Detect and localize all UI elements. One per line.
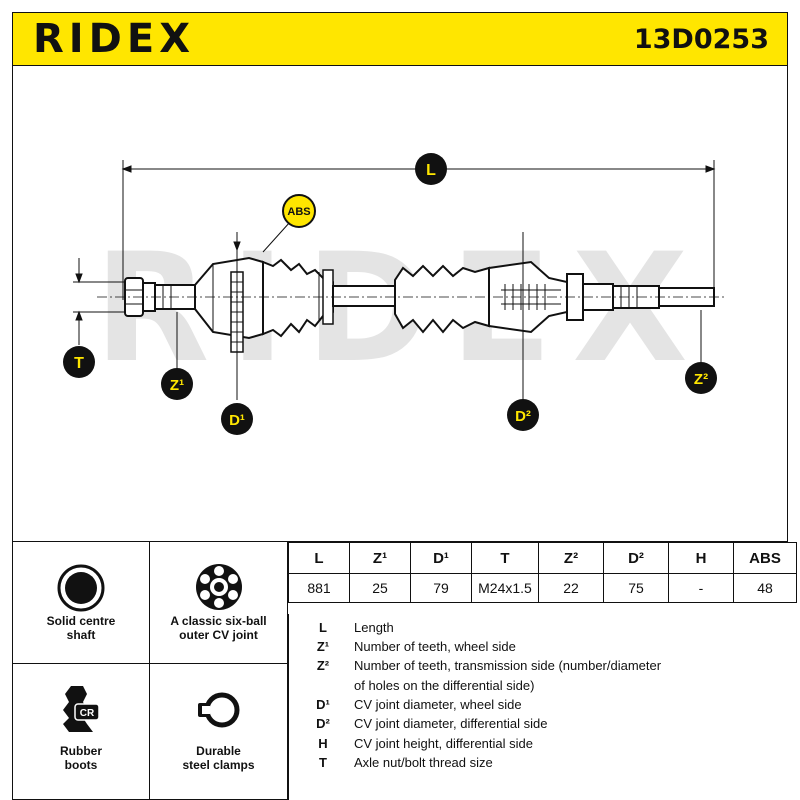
legend-border (288, 614, 289, 800)
spec-header: T (471, 542, 539, 574)
spec-value: 25 (349, 573, 411, 603)
callout-T: T (63, 346, 95, 378)
brand-logo: RIDEX (33, 16, 196, 62)
callout-D2: D² (507, 399, 539, 431)
steel-clamp-icon (197, 692, 239, 728)
feature-label: A classic six-ball outer CV joint (170, 614, 267, 642)
spec-value: 75 (603, 573, 669, 603)
dimension-D (233, 232, 524, 400)
solid-shaft-icon (57, 564, 105, 612)
legend-text: CV joint diameter, wheel side (354, 697, 522, 712)
callout-T-label: T (74, 355, 84, 372)
legend-symbol: Z² (316, 658, 330, 673)
drawing-frame: RIDEX (12, 66, 788, 542)
legend-text: Number of teeth, transmission side (numb… (354, 658, 662, 673)
legend-text: CV joint height, differential side (354, 736, 533, 751)
callout-ABS: ABS (282, 194, 316, 228)
spec-header-row: L Z¹ D¹ T Z² D² H ABS (288, 542, 797, 574)
callout-Z1: Z¹ (161, 368, 193, 400)
legend-text: CV joint diameter, differential side (354, 716, 548, 731)
callout-L-label: L (426, 162, 436, 179)
cr-badge: CR (80, 708, 95, 719)
spec-header: Z¹ (349, 542, 411, 574)
legend-symbol: H (318, 736, 328, 751)
spec-header: L (288, 542, 350, 574)
spec-value-row: 881 25 79 M24x1.5 22 75 - 48 (288, 573, 797, 603)
legend-symbol: Z¹ (316, 639, 330, 654)
spec-value: 48 (733, 573, 797, 603)
callout-Z1-label: Z¹ (170, 377, 184, 394)
spec-header: D² (603, 542, 669, 574)
feature-label: Solid centre shaft (46, 614, 116, 642)
spec-header: H (668, 542, 734, 574)
legend-symbol: T (319, 755, 327, 770)
callout-L: L (415, 153, 447, 185)
feature-rubber-boots: CR Rubber boots (12, 664, 150, 800)
legend-symbol: D² (316, 716, 330, 731)
spec-value: 881 (288, 573, 350, 603)
driveshaft-drawing: RIDEX (63, 153, 727, 435)
callout-Z2-label: Z² (694, 371, 708, 388)
six-ball-joint-icon (195, 564, 242, 610)
spec-value: M24x1.5 (471, 573, 539, 603)
legend-symbol: D¹ (316, 697, 330, 712)
spec-table: L Z¹ D¹ T Z² D² H ABS 881 25 79 M24x1.5 … (288, 542, 797, 603)
legend-text: Number of teeth, wheel side (354, 639, 516, 654)
callout-D1: D¹ (221, 403, 253, 435)
feature-label: Rubber boots (60, 744, 102, 772)
spec-area: Solid centre shaft A classic six-ball ou… (12, 542, 800, 800)
part-number: 13D0253 (633, 24, 769, 55)
spec-header: D¹ (410, 542, 472, 574)
legend-symbol: L (319, 620, 327, 635)
spec-value: 79 (410, 573, 472, 603)
header-bar: RIDEX 13D0253 (12, 12, 788, 66)
feature-six-ball-joint: A classic six-ball outer CV joint (150, 542, 288, 664)
spec-header: Z² (538, 542, 604, 574)
callout-Z2: Z² (685, 362, 717, 394)
spec-value: - (668, 573, 734, 603)
legend-text-continued: of holes on the differential side) (354, 678, 535, 693)
legend-text: Axle nut/bolt thread size (354, 755, 493, 770)
cr-boot-icon: CR (63, 686, 100, 732)
spec-value: 22 (538, 573, 604, 603)
feature-solid-shaft: Solid centre shaft (12, 542, 150, 664)
callout-ABS-label: ABS (287, 206, 310, 218)
callout-D2-label: D² (515, 408, 531, 425)
legend-text: Length (354, 620, 394, 635)
feature-label: Durable steel clamps (182, 744, 255, 772)
feature-steel-clamps: Durable steel clamps (150, 664, 288, 800)
callout-D1-label: D¹ (229, 412, 245, 429)
spec-header: ABS (733, 542, 797, 574)
